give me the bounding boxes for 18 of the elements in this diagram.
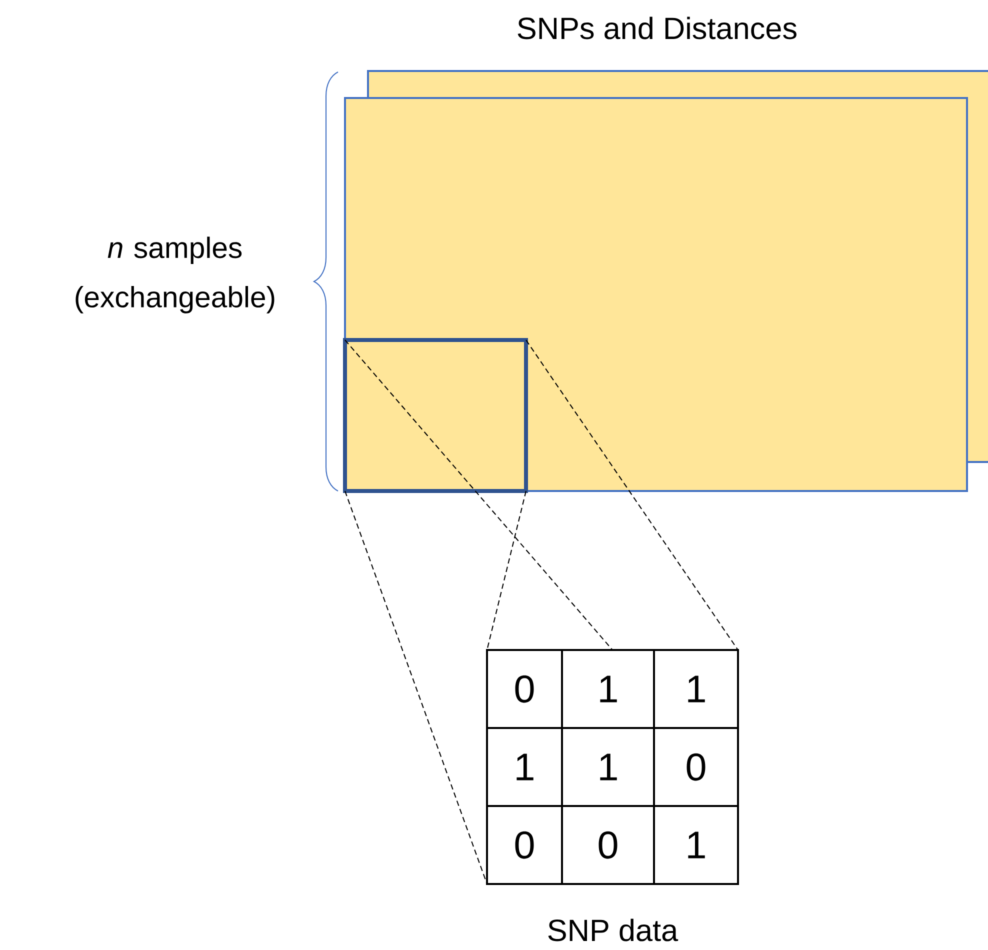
table-cell: 0 <box>598 831 618 859</box>
leader-line <box>344 340 613 650</box>
table-cell: 0 <box>686 753 706 781</box>
data-table <box>486 649 739 886</box>
node-label: SNP data <box>548 918 678 942</box>
table-cell: 1 <box>688 676 705 702</box>
leader-line <box>486 490 527 650</box>
table-cell: 0 <box>515 675 534 703</box>
leader-line <box>526 340 738 650</box>
table-cell: 1 <box>516 754 534 780</box>
table-cell: 0 <box>515 831 534 859</box>
leader-line <box>344 490 488 884</box>
table-cell: 1 <box>600 676 617 702</box>
title: SNPs and Distances <box>518 16 796 40</box>
zoom-box <box>343 338 528 493</box>
side-label: n samples (exchangeable) <box>76 236 274 314</box>
table-cell: 1 <box>600 754 617 780</box>
table-cell: 1 <box>688 832 705 858</box>
